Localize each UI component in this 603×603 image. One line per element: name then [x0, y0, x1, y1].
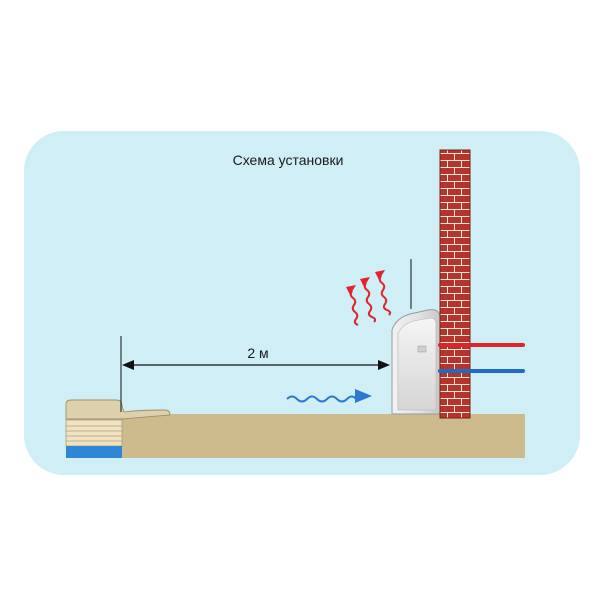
arrowhead-right — [378, 360, 390, 370]
brick-wall — [439, 149, 471, 419]
unit-vent — [417, 345, 427, 353]
ground — [121, 414, 525, 458]
pool-water — [66, 446, 122, 458]
pipes — [438, 343, 525, 373]
distance-dimension: 2 м — [120, 336, 390, 412]
airflow-arrow-icon — [286, 389, 372, 403]
unit-front-panel — [397, 317, 437, 411]
heat-waves-icon — [346, 270, 392, 326]
arrowhead-left — [122, 360, 134, 370]
pool-icon — [65, 399, 171, 458]
heat-pump-unit — [391, 309, 441, 415]
diagram-title: Схема установки — [233, 152, 344, 168]
pool-coping — [65, 399, 171, 420]
pool-side — [65, 419, 123, 447]
distance-label: 2 м — [247, 345, 268, 361]
